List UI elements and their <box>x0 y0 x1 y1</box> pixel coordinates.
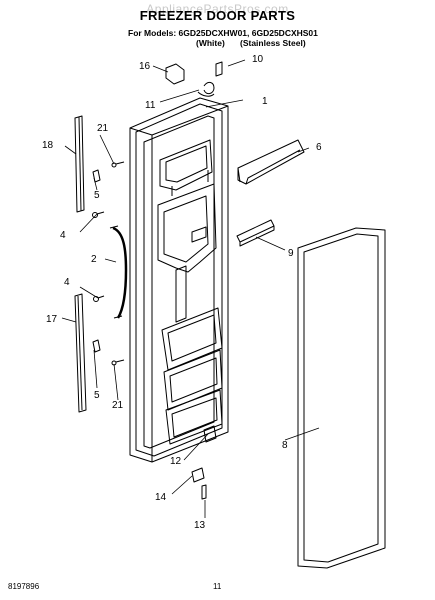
callout-18: 18 <box>42 140 54 151</box>
callout-21-lower: 21 <box>112 400 124 411</box>
models-line: For Models: 6GD25DCXHW01, 6GD25DCXHS01 <box>128 28 318 38</box>
page-title: FREEZER DOOR PARTS <box>139 8 296 23</box>
handle-trim-strip-17 <box>74 293 87 413</box>
door-handle <box>109 225 128 319</box>
callout-9: 9 <box>288 248 294 259</box>
callout-16: 16 <box>139 61 151 72</box>
door-bin-part-6 <box>237 139 305 185</box>
callout-8: 8 <box>282 440 288 451</box>
callout-12: 12 <box>170 456 182 467</box>
callout-2: 2 <box>91 254 97 265</box>
door-gasket <box>297 227 386 569</box>
callout-4-lower: 4 <box>64 277 70 288</box>
bottom-hinge-parts <box>191 425 217 500</box>
callout-5-lower: 5 <box>94 390 100 401</box>
trim-bar-part-9 <box>236 219 275 247</box>
door-shelf-1 <box>161 307 223 371</box>
callout-1: 1 <box>262 96 268 107</box>
variant-white-label: (White) <box>196 38 225 48</box>
watermark-text: AppliancePartsPros.com <box>146 2 289 16</box>
door-shelf-3 <box>165 389 223 445</box>
variant-stainless-label: (Stainless Steel) <box>240 38 306 48</box>
callout-21-upper: 21 <box>97 123 109 134</box>
callout-labels: 1 2 4 4 5 5 6 8 9 10 11 12 13 14 16 17 1… <box>42 54 322 531</box>
callout-6: 6 <box>316 142 322 153</box>
dispenser-recess <box>157 183 217 323</box>
callout-13: 13 <box>194 520 206 531</box>
callout-17: 17 <box>46 314 58 325</box>
callout-4-upper: 4 <box>60 230 66 241</box>
freezer-door-panel <box>129 97 229 463</box>
door-shelf-2 <box>163 349 223 411</box>
top-hinge-parts <box>165 61 223 97</box>
handle-trim-strip-18 <box>74 115 85 213</box>
callout-14: 14 <box>155 492 167 503</box>
door-upper-bin <box>159 139 213 196</box>
page-number: 11 <box>213 582 222 591</box>
document-number: 8197896 <box>8 582 40 591</box>
callout-5-upper: 5 <box>94 190 100 201</box>
callout-10: 10 <box>252 54 264 65</box>
leader-lines <box>61 59 320 518</box>
callout-11: 11 <box>145 100 156 111</box>
